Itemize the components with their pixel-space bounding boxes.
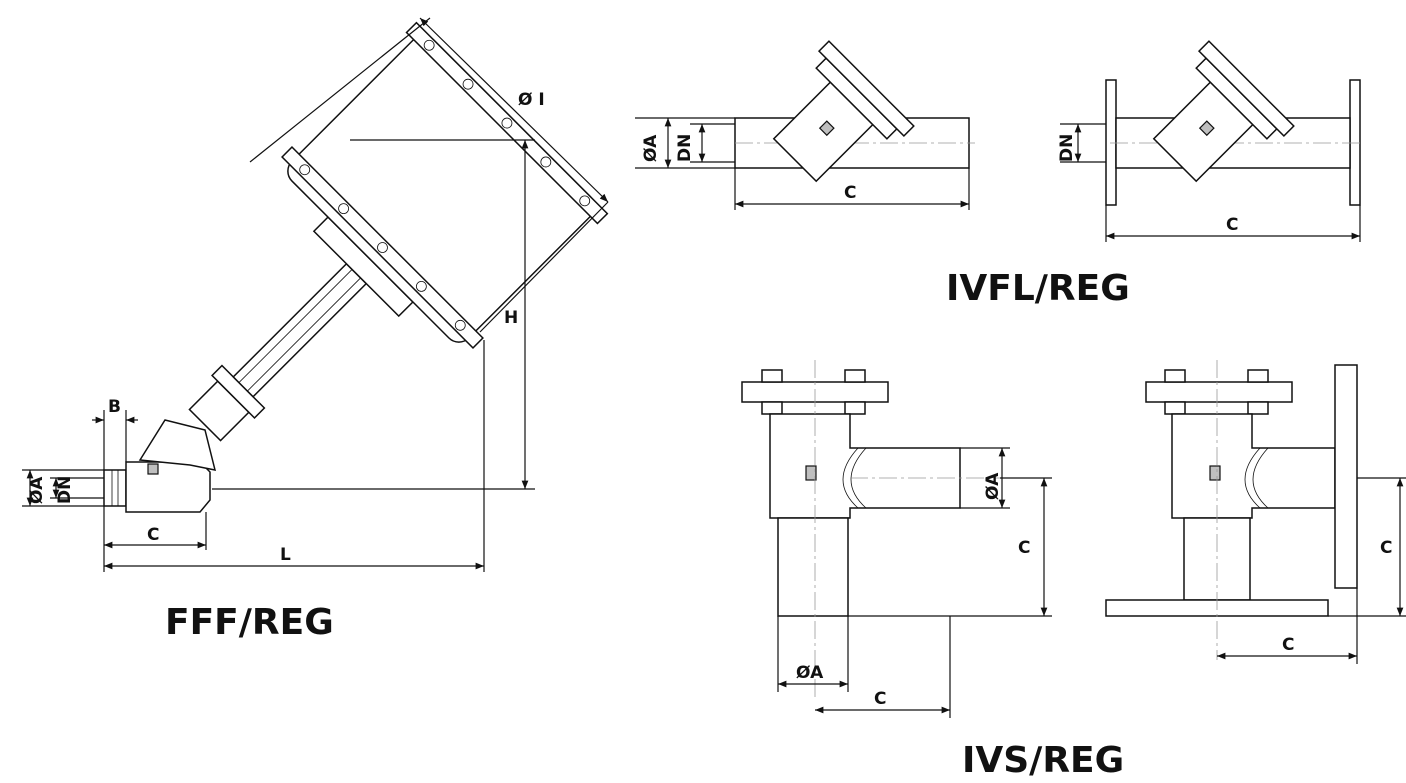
ivs1-phi-a-bottom-label: ØA	[796, 663, 824, 683]
ivs2-c-vert-label: C	[1380, 538, 1392, 558]
ivs-flanged-valve-drawing: C C	[1105, 360, 1406, 664]
ivfl1-dn-label: DN	[675, 134, 695, 162]
fff-valve-drawing: Ø I H B ØA DN C L FFF/REG	[22, 17, 609, 643]
ivfl-flanged-valve-drawing: DN C	[1057, 40, 1361, 242]
fff-phi-i-label: Ø I	[518, 90, 545, 110]
fff-l-label: L	[280, 545, 291, 565]
ivs1-phi-a-side-label: ØA	[983, 472, 1003, 500]
fff-phi-i-extension-1	[249, 17, 431, 163]
fff-title: FFF/REG	[165, 602, 334, 643]
fff-phi-a-label: ØA	[27, 476, 47, 504]
fff-valve-body	[103, 419, 217, 513]
ivs-title: IVS/REG	[962, 740, 1124, 781]
ivs-weld-valve-drawing: ØA C ØA C	[741, 360, 1052, 718]
fff-dn-label: DN	[55, 476, 75, 504]
fff-phi-i-dimension-line	[419, 17, 609, 203]
ivfl-weld-valve-drawing: ØA DN C	[635, 40, 975, 210]
ivs1-c-bottom-label: C	[874, 689, 886, 709]
ivfl-title: IVFL/REG	[946, 268, 1130, 309]
ivfl1-c-label: C	[844, 183, 856, 203]
ivs2-c-bottom-label: C	[1282, 635, 1294, 655]
fff-phi-i-extension-2	[479, 201, 609, 333]
fff-h-label: H	[504, 308, 518, 328]
ivfl2-c-label: C	[1226, 215, 1238, 235]
fff-b-label: B	[108, 397, 121, 417]
ivfl1-phi-a-label: ØA	[641, 134, 661, 162]
ivfl2-dn-label: DN	[1057, 134, 1077, 162]
ivs1-c-vert-label: C	[1018, 538, 1030, 558]
fff-c-label: C	[147, 525, 159, 545]
